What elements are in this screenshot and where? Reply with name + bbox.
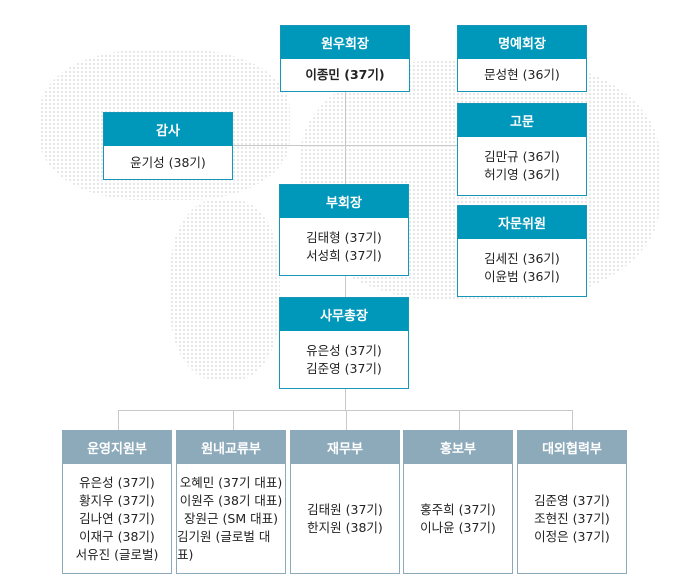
- org-box-title: 사무총장: [280, 298, 408, 331]
- member-name: 홍주희 (37기): [420, 501, 496, 517]
- org-box-title: 대외협력부: [518, 431, 626, 464]
- org-box-title: 원우회장: [281, 26, 409, 59]
- org-box-members: 유은성 (37기) 황지우 (37기) 김나연 (37기) 이재구 (38기) 서유진 …: [63, 464, 171, 573]
- org-box-members: 홍주희 (37기) 이나윤 (37기): [404, 464, 512, 573]
- connector-line: [233, 410, 234, 430]
- member-name: 황지우 (37기): [79, 492, 155, 508]
- member-name: 이정은 (37기): [534, 528, 610, 544]
- member-name: 이종민 (37기): [305, 67, 385, 82]
- org-box-members: 김만규 (36기) 허기영 (36기): [458, 137, 586, 195]
- member-name: 이나윤 (37기): [420, 519, 496, 535]
- org-box-members: 김세진 (36기) 이윤범 (36기): [458, 239, 586, 296]
- member-name: 문성현 (36기): [484, 67, 560, 82]
- member-name: 이재구 (38기): [79, 528, 155, 544]
- member-name: 유은성 (37기): [79, 474, 155, 490]
- member-name: 김태원 (37기): [307, 501, 383, 517]
- member-name: 유은성 (37기): [306, 342, 382, 358]
- connector-line: [346, 410, 347, 430]
- member-name: 김세진 (36기): [484, 250, 560, 266]
- connector-line: [118, 410, 573, 411]
- org-box-members: 유은성 (37기) 김준영 (37기): [280, 331, 408, 388]
- member-name: 김기원 (글로벌 대표): [177, 528, 271, 562]
- org-box-title: 감사: [104, 113, 232, 146]
- org-box-members: 김태형 (37기) 서성희 (37기): [280, 218, 408, 275]
- org-box-members: 김준영 (37기) 조현진 (37기) 이정은 (37기): [518, 464, 626, 573]
- org-box-title: 고문: [458, 104, 586, 137]
- member-name: 서성희 (37기): [306, 247, 382, 263]
- member-name: 서유진 (글로벌): [75, 546, 159, 562]
- member-name: 이원주 (38기 대표): [179, 492, 283, 508]
- org-box-members: 이종민 (37기): [281, 59, 409, 91]
- org-box-title: 재무부: [291, 431, 399, 464]
- member-name: 오혜민 (37기 대표): [179, 474, 283, 490]
- member-name: 조현진 (37기): [534, 510, 610, 526]
- member-name: 윤기성 (38기): [130, 154, 206, 170]
- member-name: 김준영 (37기): [306, 360, 382, 376]
- org-box-title: 자문위원: [458, 206, 586, 239]
- connector-line: [232, 145, 457, 146]
- org-box-title: 명예회장: [458, 26, 586, 59]
- org-box-title: 원내교류부: [177, 431, 285, 464]
- org-box-members: 오혜민 (37기 대표) 이원주 (38기 대표) 장원근 (SM 대표) 김기원 (…: [177, 464, 285, 573]
- member-name: 장원근 (SM 대표): [184, 510, 278, 526]
- connector-line: [572, 410, 573, 430]
- member-name: 김만규 (36기): [484, 149, 560, 164]
- connector-line: [118, 410, 119, 430]
- org-box-members: 문성현 (36기): [458, 59, 586, 91]
- world-map-background: [170, 200, 280, 380]
- member-name: 김준영 (37기): [534, 492, 610, 508]
- member-name: 김나연 (37기): [79, 510, 155, 526]
- member-name: 김태형 (37기): [306, 229, 382, 245]
- org-box-members: 윤기성 (38기): [104, 146, 232, 179]
- org-box-title: 부회장: [280, 185, 408, 218]
- org-box-members: 김태원 (37기) 한지원 (38기): [291, 464, 399, 573]
- connector-line: [459, 410, 460, 430]
- member-name: 한지원 (38기): [307, 519, 383, 535]
- member-name: 허기영 (36기): [484, 167, 560, 182]
- org-box-title: 홍보부: [404, 431, 512, 464]
- member-name: 이윤범 (36기): [484, 268, 560, 284]
- org-box-title: 운영지원부: [63, 431, 171, 464]
